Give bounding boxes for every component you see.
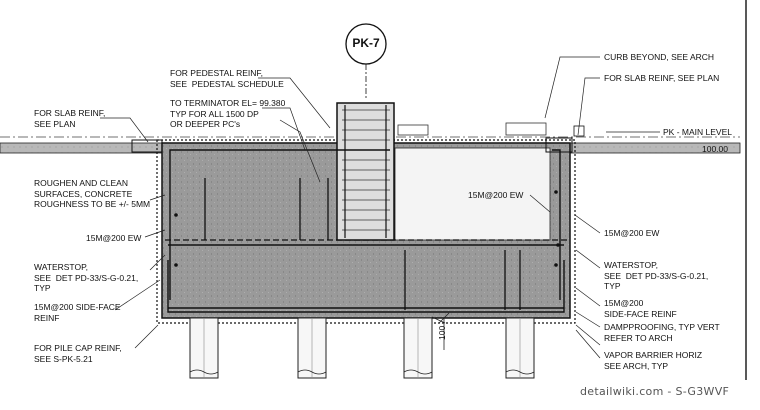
detail-tag: PK-7: [352, 36, 380, 50]
label-ew-right: 15M@200 EW: [604, 228, 660, 238]
label-roughen: ROUGHEN AND CLEAN SURFACES, CONCRETE ROU…: [34, 178, 151, 209]
label-damp: DAMPPROOFING, TYP VERT REFER TO ARCH: [604, 322, 720, 343]
label-ew-center: 15M@200 EW: [468, 190, 524, 200]
label-curb: CURB BEYOND, SEE ARCH: [604, 52, 715, 62]
label-ew-left: 15M@200 EW: [86, 233, 142, 243]
label-waterstop-left: WATERSTOP, SEE DET PD-33/S-G-0.21, TYP: [34, 262, 139, 293]
dimension-100: 100: [437, 325, 447, 340]
watermark: detailwiki.com - S-G3WVF: [580, 385, 730, 398]
label-pedestal-reinf: FOR PEDESTAL REINF, SEE PEDESTAL SCHEDUL…: [170, 68, 284, 89]
label-sideface-left: 15M@200 SIDE-FACE REINF: [34, 302, 121, 323]
label-slab-reinf-right: FOR SLAB REINF, SEE PLAN: [604, 73, 720, 83]
label-waterstop-right: WATERSTOP, SEE DET PD-33/S-G-0.21, TYP: [604, 260, 709, 291]
label-main-level: PK - MAIN LEVEL: [663, 127, 732, 137]
label-slab-reinf-left: FOR SLAB REINF, SEE PLAN: [34, 108, 106, 129]
label-elevation: 100.00: [702, 144, 728, 154]
label-sideface-right: 15M@200 SIDE-FACE REINF: [604, 298, 677, 319]
label-pile-cap: FOR PILE CAP REINF, SEE S-PK-5.21: [34, 343, 122, 364]
label-vapor: VAPOR BARRIER HORIZ SEE ARCH, TYP: [604, 350, 703, 371]
label-terminator: TO TERMINATOR EL= 99.380 TYP FOR ALL 150…: [170, 98, 286, 129]
